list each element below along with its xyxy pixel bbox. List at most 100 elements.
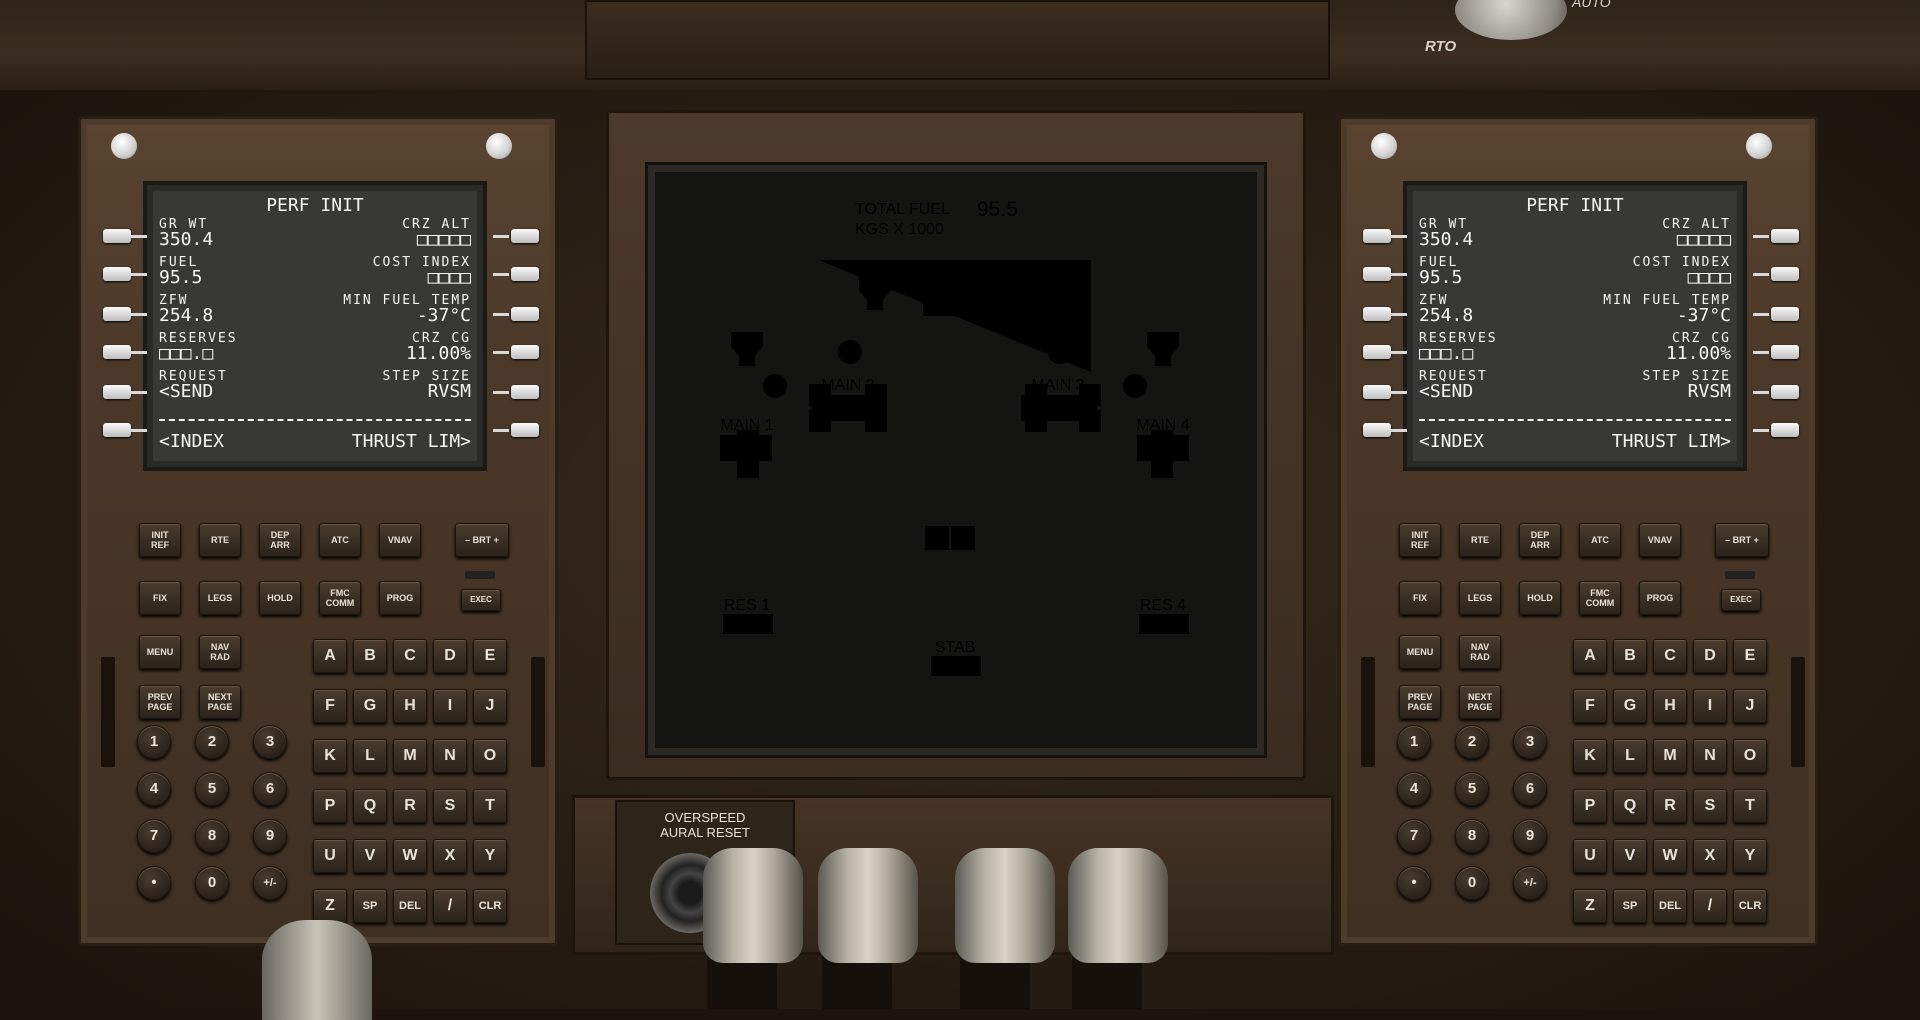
line-select-key-right-5[interactable] — [1771, 385, 1799, 399]
alpha-key-3-2[interactable]: R — [393, 789, 427, 823]
alpha-key-5-2[interactable]: DEL — [1653, 889, 1687, 923]
line-select-key-left-3[interactable] — [103, 307, 131, 321]
num-key-3-1[interactable]: 0 — [1455, 866, 1489, 900]
alpha-key-3-1[interactable]: Q — [353, 789, 387, 823]
fn-key-3[interactable]: ATC — [319, 523, 361, 557]
line-select-key-right-3[interactable] — [511, 307, 539, 321]
alpha-key-3-3[interactable]: S — [433, 789, 467, 823]
alpha-key-4-2[interactable]: W — [1653, 839, 1687, 873]
num-key-3-2[interactable]: +/- — [1513, 866, 1547, 900]
fn-key-1[interactable]: RTE — [199, 523, 241, 557]
alpha-key-5-3[interactable]: / — [1693, 889, 1727, 923]
alpha-key-2-3[interactable]: N — [433, 739, 467, 773]
num-key-2-1[interactable]: 8 — [1455, 819, 1489, 853]
line-select-key-right-1[interactable] — [1771, 229, 1799, 243]
alpha-key-5-4[interactable]: CLR — [473, 889, 507, 923]
exec-key[interactable]: EXEC — [461, 589, 501, 611]
fn-key-6[interactable]: LEGS — [1459, 581, 1501, 615]
alpha-key-3-4[interactable]: T — [1733, 789, 1767, 823]
line-select-key-left-4[interactable] — [103, 345, 131, 359]
alpha-key-0-2[interactable]: C — [1653, 639, 1687, 673]
num-key-0-0[interactable]: 1 — [1397, 725, 1431, 759]
num-key-2-2[interactable]: 9 — [253, 819, 287, 853]
alpha-key-3-2[interactable]: R — [1653, 789, 1687, 823]
num-key-0-0[interactable]: 1 — [137, 725, 171, 759]
alpha-key-1-1[interactable]: G — [353, 689, 387, 723]
alpha-key-3-4[interactable]: T — [473, 789, 507, 823]
alpha-key-5-3[interactable]: / — [433, 889, 467, 923]
line-select-key-left-1[interactable] — [1363, 229, 1391, 243]
alpha-key-2-0[interactable]: K — [1573, 739, 1607, 773]
line-select-key-left-2[interactable] — [103, 267, 131, 281]
alpha-key-3-0[interactable]: P — [313, 789, 347, 823]
alpha-key-2-0[interactable]: K — [313, 739, 347, 773]
line-select-key-left-4[interactable] — [1363, 345, 1391, 359]
alpha-key-4-3[interactable]: X — [433, 839, 467, 873]
alpha-key-0-4[interactable]: E — [1733, 639, 1767, 673]
num-key-0-2[interactable]: 3 — [253, 725, 287, 759]
num-key-1-2[interactable]: 6 — [1513, 772, 1547, 806]
line-select-key-left-1[interactable] — [103, 229, 131, 243]
alpha-key-5-0[interactable]: Z — [313, 889, 347, 923]
alpha-key-2-1[interactable]: L — [353, 739, 387, 773]
alpha-key-2-2[interactable]: M — [393, 739, 427, 773]
alpha-key-4-1[interactable]: V — [353, 839, 387, 873]
num-key-3-0[interactable]: • — [1397, 866, 1431, 900]
fn-key-4[interactable]: VNAV — [379, 523, 421, 557]
alpha-key-2-1[interactable]: L — [1613, 739, 1647, 773]
line-select-key-right-2[interactable] — [1771, 267, 1799, 281]
brightness-key[interactable]: – BRT + — [455, 523, 509, 557]
thrust-lever-4[interactable] — [1068, 848, 1168, 963]
alpha-key-5-1[interactable]: SP — [353, 889, 387, 923]
fn-key-9[interactable]: PROG — [379, 581, 421, 615]
thrust-lever-1[interactable] — [703, 848, 803, 963]
alpha-key-5-1[interactable]: SP — [1613, 889, 1647, 923]
fn-key-1[interactable]: RTE — [1459, 523, 1501, 557]
alpha-key-5-2[interactable]: DEL — [393, 889, 427, 923]
line-select-key-right-2[interactable] — [511, 267, 539, 281]
fn-key-7[interactable]: HOLD — [1519, 581, 1561, 615]
line-select-key-left-2[interactable] — [1363, 267, 1391, 281]
num-key-0-1[interactable]: 2 — [1455, 725, 1489, 759]
alpha-key-4-1[interactable]: V — [1613, 839, 1647, 873]
alpha-key-1-0[interactable]: F — [313, 689, 347, 723]
num-key-3-2[interactable]: +/- — [253, 866, 287, 900]
exec-key[interactable]: EXEC — [1721, 589, 1761, 611]
line-select-key-right-1[interactable] — [511, 229, 539, 243]
alpha-key-4-2[interactable]: W — [393, 839, 427, 873]
alpha-key-4-4[interactable]: Y — [473, 839, 507, 873]
alpha-key-4-0[interactable]: U — [1573, 839, 1607, 873]
alpha-key-0-4[interactable]: E — [473, 639, 507, 673]
num-key-1-0[interactable]: 4 — [1397, 772, 1431, 806]
fn-key-9[interactable]: PROG — [1639, 581, 1681, 615]
num-key-2-0[interactable]: 7 — [1397, 819, 1431, 853]
alpha-key-0-1[interactable]: B — [353, 639, 387, 673]
speedbrake-handle[interactable] — [262, 920, 372, 1020]
alpha-key-1-1[interactable]: G — [1613, 689, 1647, 723]
alpha-key-2-4[interactable]: O — [1733, 739, 1767, 773]
brightness-key[interactable]: – BRT + — [1715, 523, 1769, 557]
thrust-lever-2[interactable] — [818, 848, 918, 963]
alpha-key-4-3[interactable]: X — [1693, 839, 1727, 873]
fn-key-5[interactable]: FIX — [139, 581, 181, 615]
alpha-key-5-4[interactable]: CLR — [1733, 889, 1767, 923]
alpha-key-1-4[interactable]: J — [473, 689, 507, 723]
line-select-key-right-4[interactable] — [1771, 345, 1799, 359]
alpha-key-2-3[interactable]: N — [1693, 739, 1727, 773]
line-select-key-left-3[interactable] — [1363, 307, 1391, 321]
alpha-key-0-3[interactable]: D — [1693, 639, 1727, 673]
alpha-key-0-2[interactable]: C — [393, 639, 427, 673]
alpha-key-1-4[interactable]: J — [1733, 689, 1767, 723]
alpha-key-5-0[interactable]: Z — [1573, 889, 1607, 923]
alpha-key-3-3[interactable]: S — [1693, 789, 1727, 823]
alpha-key-0-0[interactable]: A — [1573, 639, 1607, 673]
alpha-key-2-2[interactable]: M — [1653, 739, 1687, 773]
